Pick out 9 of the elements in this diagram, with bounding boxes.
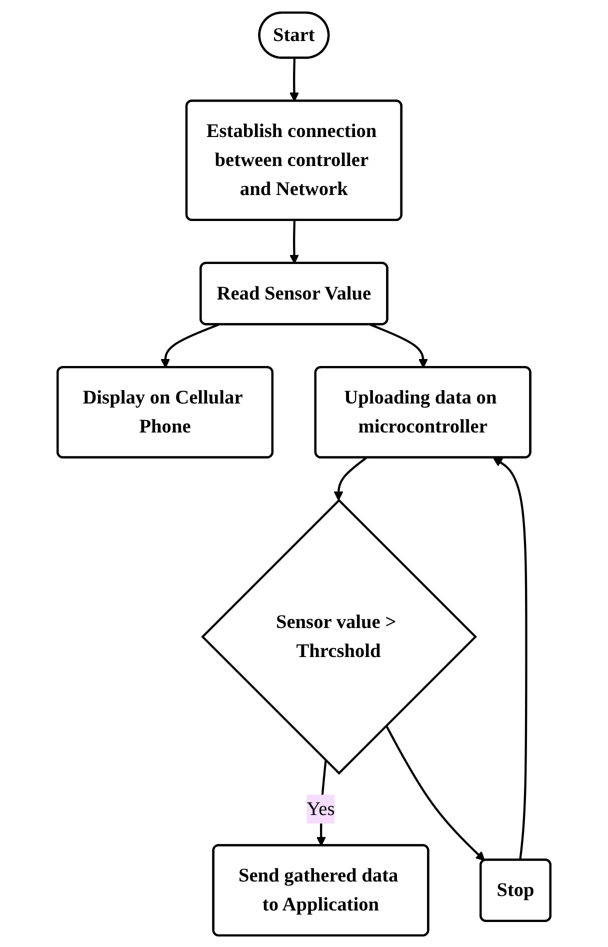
arrow <box>385 724 485 860</box>
arrow <box>334 456 367 500</box>
arrow <box>160 323 220 368</box>
edge-label: Yes <box>306 797 335 819</box>
arrow <box>493 456 528 860</box>
arrow <box>370 323 428 368</box>
arrow <box>290 58 299 102</box>
arrow <box>290 220 299 264</box>
node-diamond: Sensor value > Thrcshold <box>201 498 477 774</box>
